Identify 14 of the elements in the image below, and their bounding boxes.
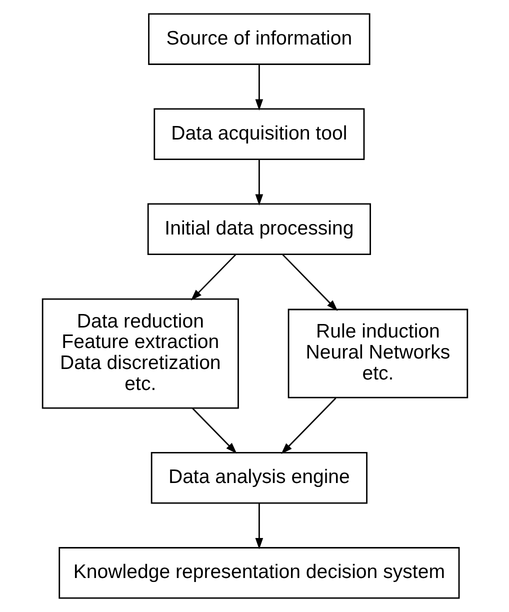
node-box: Data reduction Feature extraction Data discretization etc.: [41, 298, 238, 409]
node-box: Data acquisition tool: [153, 108, 364, 160]
arrow: [254, 64, 263, 110]
node-box: Initial data processing: [146, 203, 370, 255]
node-box: Rule induction Neural Networks etc.: [287, 308, 468, 398]
node-box: Data analysis engine: [150, 452, 367, 504]
node-box: Source of information: [148, 13, 370, 65]
arrow: [282, 254, 338, 311]
node-box: Knowledge representation decision system: [58, 547, 460, 599]
arrow: [280, 398, 336, 454]
arrow: [190, 254, 236, 300]
arrow: [254, 504, 263, 550]
arrow: [254, 160, 263, 206]
arrow: [192, 408, 236, 454]
